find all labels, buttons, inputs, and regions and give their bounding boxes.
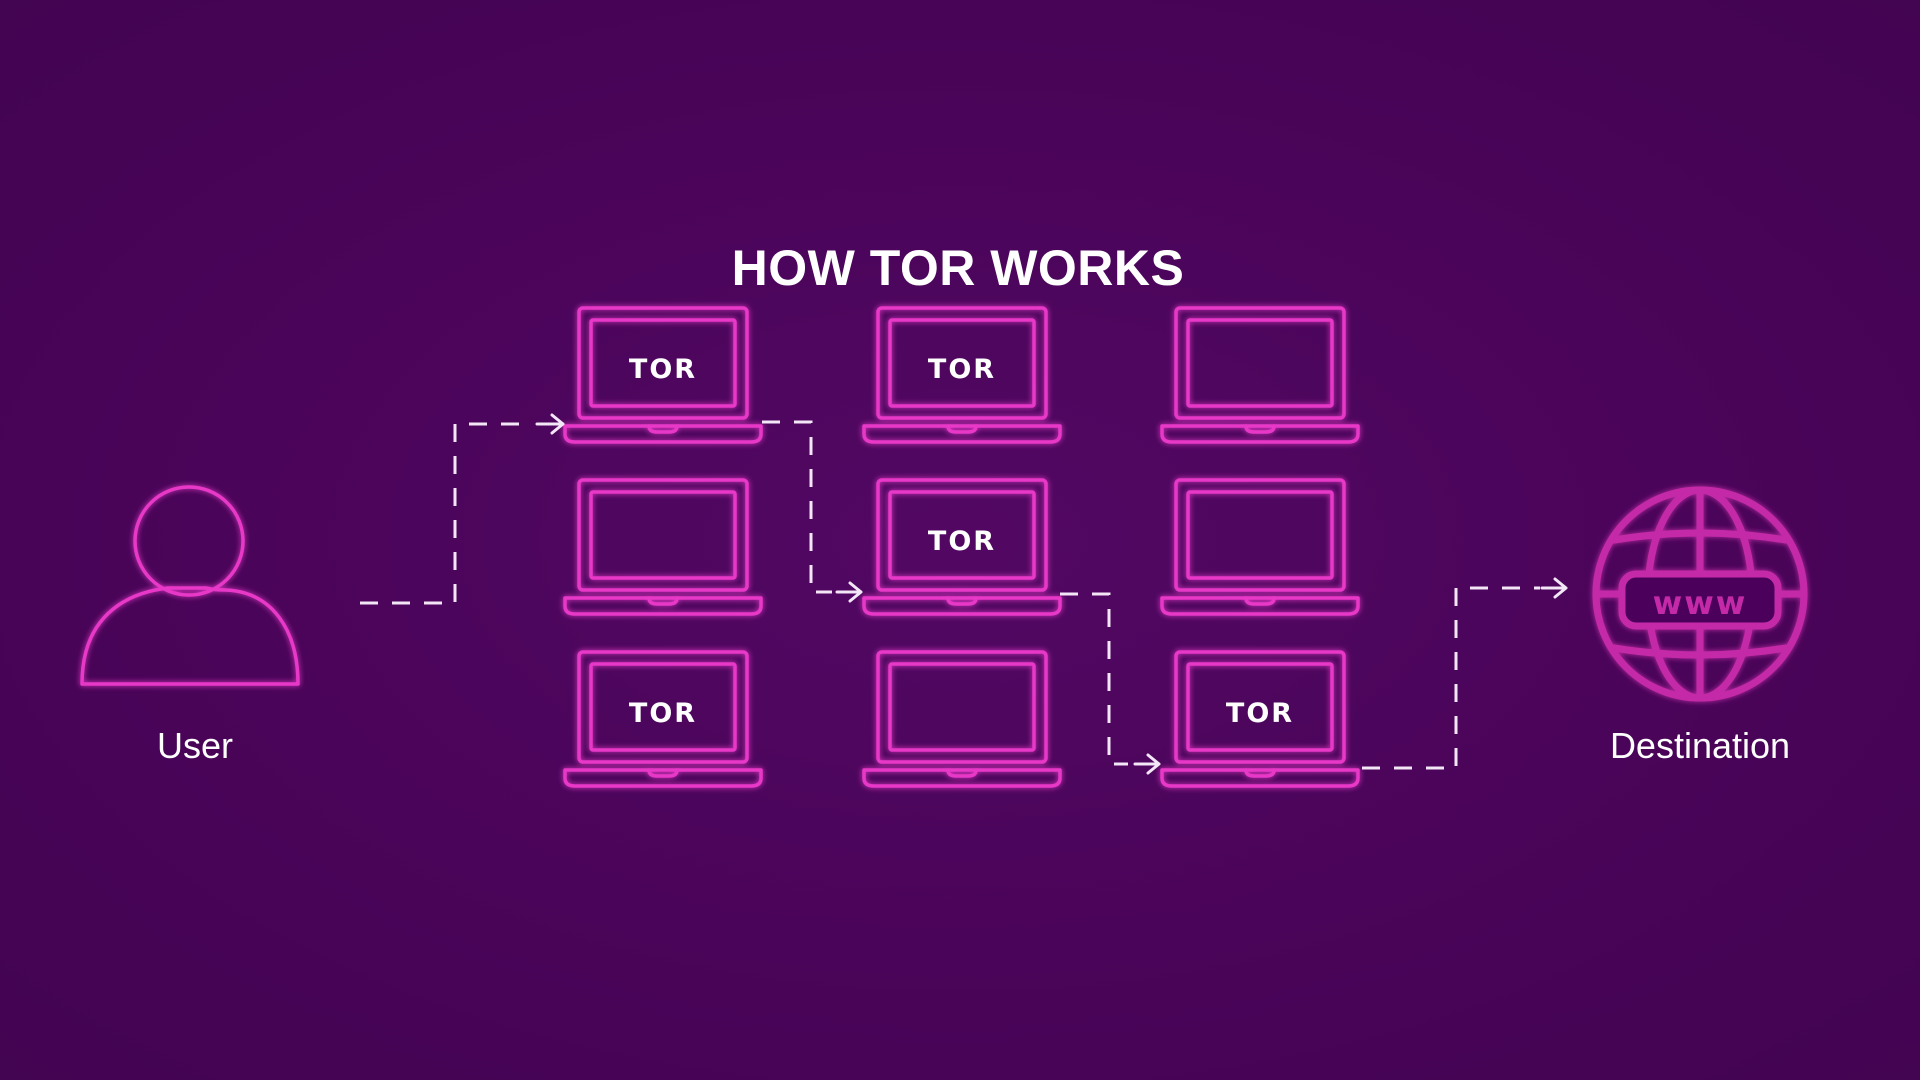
user-label: User — [157, 725, 233, 766]
route-node1-to-node5 — [762, 420, 863, 603]
idle-node-laptop — [1160, 478, 1360, 616]
tor-node-laptop — [1160, 650, 1360, 788]
destination-label: Destination — [1610, 725, 1790, 766]
route-user-to-node1 — [360, 413, 565, 605]
page-title: HOW TOR WORKS — [732, 240, 1185, 296]
www-badge: www — [1653, 584, 1748, 622]
idle-node-laptop — [862, 650, 1062, 788]
tor-node-label: TOR — [928, 526, 996, 557]
tor-node-laptop — [862, 306, 1062, 444]
idle-node-laptop — [563, 478, 763, 616]
node-grid: TOR TOR TOR TOR TOR — [563, 306, 1360, 788]
tor-node-label: TOR — [928, 354, 996, 385]
idle-node-laptop — [1160, 306, 1360, 444]
tor-node-label: TOR — [629, 354, 697, 385]
route-node9-to-destination — [1362, 577, 1568, 770]
tor-node-laptop — [862, 478, 1062, 616]
route-node5-to-node9 — [1060, 592, 1161, 775]
tor-node-label: TOR — [1226, 698, 1294, 729]
tor-node-label: TOR — [629, 698, 697, 729]
globe-icon — [1592, 486, 1808, 702]
tor-node-laptop — [563, 650, 763, 788]
tor-node-laptop — [563, 306, 763, 444]
user-icon — [80, 485, 300, 686]
